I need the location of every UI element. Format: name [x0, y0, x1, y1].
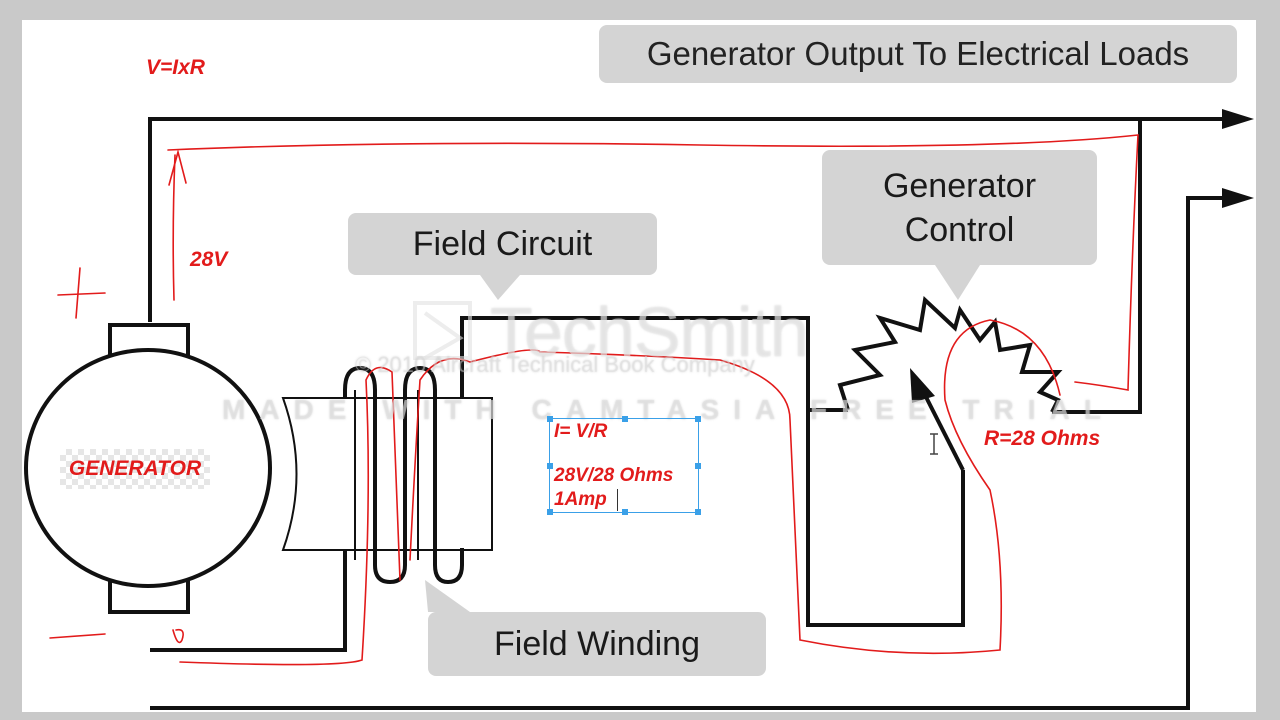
field-circuit-pointer — [480, 275, 520, 300]
ohms-law-formula[interactable]: V=IxR — [146, 56, 205, 79]
rheostat-wiper — [923, 394, 965, 471]
generator-symbol — [24, 323, 272, 614]
winding-current-trace — [409, 319, 1061, 655]
calc-line-values: 28V/28 Ohms — [554, 465, 674, 486]
current-path-top — [167, 134, 1139, 391]
generator-label[interactable]: GENERATOR — [60, 449, 210, 489]
text-caret — [617, 489, 618, 511]
plus-sign-v — [75, 267, 81, 319]
field-winding-pointer — [425, 580, 470, 612]
current-path-left — [172, 154, 176, 301]
control-return-wire — [806, 410, 965, 627]
ibeam-cursor-icon — [930, 433, 938, 455]
resize-handle-left[interactable] — [547, 463, 553, 469]
generator-control-line1: Generator — [882, 166, 1037, 205]
techsmith-logo-icon — [413, 301, 472, 360]
voltage-label[interactable]: 28V — [190, 248, 228, 271]
output-arrow-top — [1222, 109, 1254, 129]
resize-handle-top[interactable] — [622, 416, 628, 422]
upward-arrow — [168, 148, 187, 186]
resize-handle-bottom[interactable] — [622, 509, 628, 515]
wiper-arrowhead — [910, 368, 935, 403]
output-arrow-second — [1222, 188, 1254, 208]
calculation-text-box[interactable]: I= V/R 28V/28 Ohms 1Amp — [547, 416, 701, 515]
watermark-caption: MADE WITH CAMTASIA FREE TRIAL — [222, 394, 1115, 425]
output-wire-second — [150, 196, 1228, 710]
field-circuit-wire — [460, 316, 848, 548]
diagram-title: Generator Output To Electrical Loads — [599, 25, 1237, 83]
resistance-label[interactable]: R=28 Ohms — [984, 427, 1101, 450]
rheostat-to-output-wire — [1052, 119, 1142, 414]
generator-control-callout: Generator Control — [822, 150, 1097, 265]
bottom-current-loop — [179, 366, 401, 666]
generator-control-line2: Control — [904, 210, 1015, 249]
minus-sign — [49, 633, 106, 639]
resize-handle-top-right[interactable] — [695, 416, 701, 422]
calc-line-current-formula: I= V/R — [554, 421, 608, 442]
resize-handle-right[interactable] — [695, 463, 701, 469]
field-circuit-callout: Field Circuit — [348, 213, 657, 275]
field-winding-callout: Field Winding — [428, 612, 766, 676]
watermark-brand: TechSmith — [490, 293, 809, 371]
plus-sign-h — [57, 292, 106, 296]
pole-piece — [281, 397, 493, 551]
rheostat-zigzag — [837, 295, 1063, 413]
resize-handle-bottom-right[interactable] — [695, 509, 701, 515]
resize-handle-bottom-left[interactable] — [547, 509, 553, 515]
resize-handle-top-left[interactable] — [547, 416, 553, 422]
watermark-copyright: © 2010 Aircraft Technical Book Company — [355, 352, 755, 377]
red-annotations — [49, 134, 1139, 666]
gen-control-pointer — [935, 265, 980, 300]
calc-line-result: 1Amp — [554, 489, 607, 510]
output-wire-top — [148, 117, 1228, 322]
minus-marker — [172, 628, 184, 644]
